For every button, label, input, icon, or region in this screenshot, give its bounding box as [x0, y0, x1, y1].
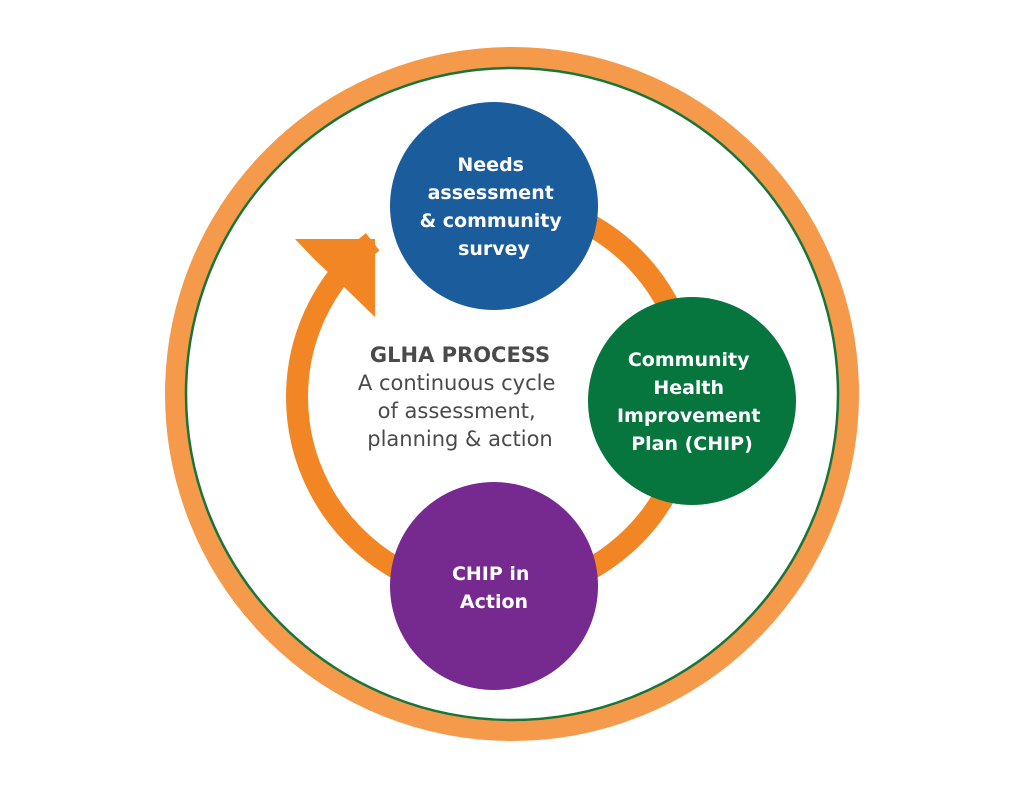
chip-line-1: Community [628, 349, 750, 371]
cycle-arrow-head [295, 239, 375, 317]
chip-in-action-line-1: CHIP in [452, 563, 530, 585]
outer-ring [165, 47, 859, 741]
center-subtitle-line-2: of assessment, [378, 399, 536, 423]
chip-line-4: Plan (CHIP) [631, 433, 753, 455]
chip-in-action-line-2: Action [460, 591, 528, 613]
chip-line-2: Health [653, 377, 724, 399]
chip-in-action-label: CHIP in Action [452, 563, 536, 613]
chip-in-action-circle [390, 482, 598, 690]
needs-assessment-line-1: Needs [457, 154, 524, 176]
needs-assessment-line-4: survey [458, 238, 530, 260]
node-chip-in-action: CHIP in Action [390, 482, 598, 690]
needs-assessment-circle [390, 102, 598, 310]
outer-ring-inner-stroke [184, 66, 840, 722]
chip-line-3: Improvement [617, 405, 760, 427]
center-title: GLHA PROCESS [370, 343, 550, 367]
needs-assessment-label: Needs assessment & community survey [420, 154, 569, 260]
center-subtitle-line-3: planning & action [367, 427, 553, 451]
chip-label: Community Health Improvement Plan (CHIP) [617, 349, 767, 455]
center-subtitle: A continuous cycle of assessment, planni… [358, 371, 562, 451]
center-subtitle-line-1: A continuous cycle [358, 371, 555, 395]
center-caption: GLHA PROCESS A continuous cycle of asses… [358, 343, 562, 451]
node-needs-assessment: Needs assessment & community survey [390, 102, 598, 310]
node-chip: Community Health Improvement Plan (CHIP) [588, 297, 796, 505]
needs-assessment-line-3: & community [420, 210, 563, 232]
needs-assessment-line-2: assessment [428, 182, 554, 204]
chip-circle [588, 297, 796, 505]
